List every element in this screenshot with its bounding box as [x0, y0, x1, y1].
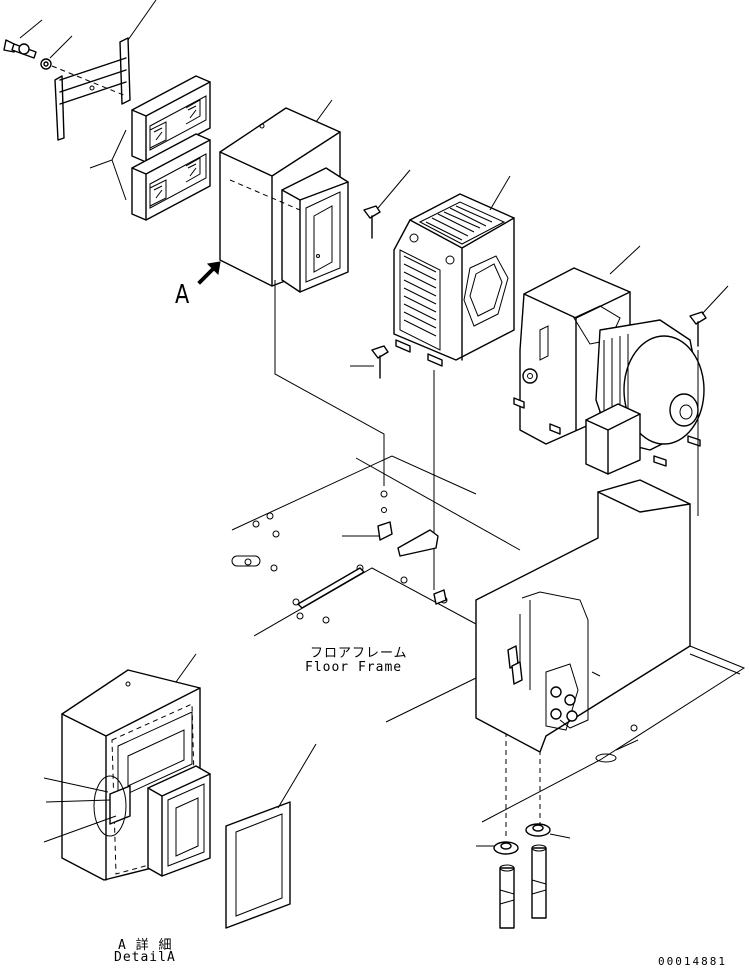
wing-bolt	[3, 19, 43, 59]
washer	[40, 35, 73, 70]
view-marker-label: A	[175, 280, 190, 310]
detail-label-jp: A 詳 細	[118, 938, 173, 953]
heater-unit	[393, 175, 515, 367]
grommet-right	[525, 823, 571, 839]
detail-label-en: DetailA	[114, 950, 176, 965]
filter-element-upper	[131, 75, 211, 163]
gasket-frame	[225, 743, 317, 929]
view-arrow-a	[197, 261, 221, 285]
drain-hose-right	[531, 844, 547, 919]
duct-cover	[219, 99, 349, 293]
grommet-left	[476, 841, 519, 855]
bolt-right	[689, 285, 729, 347]
drawing-number: 00014881	[658, 955, 727, 968]
floor-frame-label-en: Floor Frame	[305, 660, 403, 675]
filter-element-lower	[131, 133, 211, 221]
mounting-bracket	[51, 0, 157, 141]
bolt-upper	[363, 169, 411, 239]
detail-a	[43, 653, 211, 881]
filter-callout	[89, 129, 127, 201]
floor-frame	[231, 455, 746, 823]
drain-hose-left	[499, 864, 515, 929]
blower-unit	[513, 245, 705, 475]
floor-frame-label-jp: フロアフレーム	[310, 646, 408, 661]
bolt-lower	[350, 345, 389, 379]
